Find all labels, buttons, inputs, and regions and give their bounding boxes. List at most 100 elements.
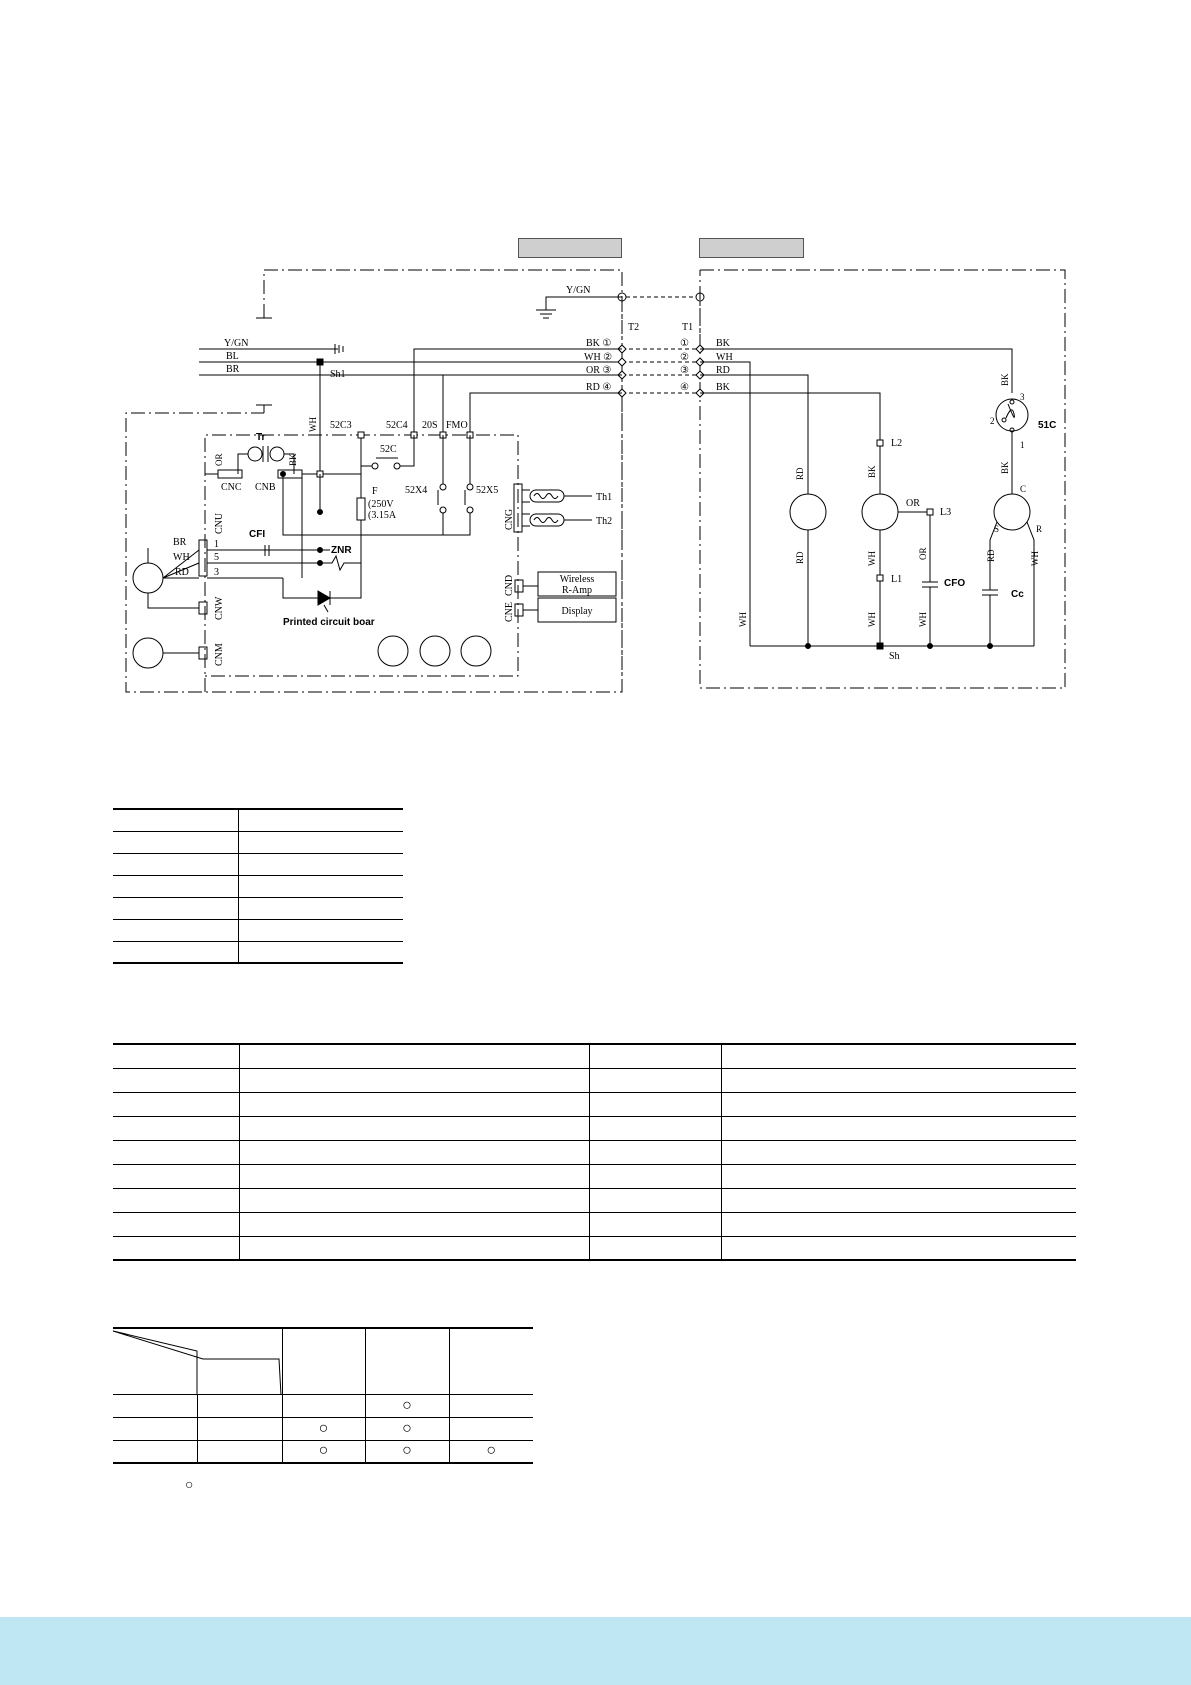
- fan-wh2-label: WH: [867, 612, 877, 627]
- matrix-cell: [448, 1417, 533, 1441]
- matrix-cell: ○: [281, 1440, 365, 1464]
- matrix-cell: ○: [281, 1417, 365, 1441]
- tr-bk-label: BK: [288, 453, 298, 466]
- wire-ygn-label: Y/GN: [224, 338, 248, 349]
- terminal-num-2: ②: [680, 352, 689, 363]
- capacitor-cc-label: Cc: [1011, 589, 1024, 600]
- matrix-row: ○ ○ ○: [113, 1440, 533, 1464]
- wire-br-label: BR: [226, 364, 240, 375]
- wiring-diagram: Y/GN T2 T1 Y/GN BL BR Sh1 BK ① WH ② OR ③…: [125, 269, 1066, 693]
- ramp-label: R-Amp: [562, 585, 592, 596]
- terminal-num-1: ①: [680, 338, 689, 349]
- terminal-num-3: ③: [680, 365, 689, 376]
- fuse-label: F: [372, 486, 378, 497]
- cnw-label: CNW: [214, 596, 225, 620]
- outdoor-wire-3-label: RD: [716, 365, 730, 376]
- fan-or-label: OR: [906, 498, 920, 509]
- matrix-cell: [113, 1394, 197, 1418]
- outdoor-wh-left: WH: [738, 612, 748, 627]
- wireless-label: Wireless: [560, 574, 595, 585]
- terminal-row-2-label: WH ②: [584, 352, 612, 363]
- cnb-label: CNB: [255, 482, 276, 493]
- compressor-pin-c: C: [1020, 484, 1026, 494]
- cfo-or-label: OR: [918, 547, 928, 560]
- matrix-cell: ○: [448, 1440, 533, 1464]
- overload-51c-label: 51C: [1038, 420, 1056, 431]
- fan-bk-label: BK: [867, 465, 877, 478]
- relay-20s-label: 20S: [422, 420, 438, 431]
- terminal-row-3-label: OR ③: [586, 365, 611, 376]
- olp-pin-2: 2: [990, 416, 995, 426]
- cnu-pin-3: 3: [214, 567, 219, 578]
- transformer-label: Tr: [256, 432, 266, 443]
- matrix-cell: [113, 1440, 197, 1464]
- thermistor-th1-label: Th1: [596, 492, 612, 503]
- compressor-pin-s: S: [994, 524, 999, 534]
- option-matrix-table: ○ ○ ○ ○ ○ ○: [113, 1327, 533, 1464]
- ground-wire-label: Y/GN: [566, 285, 590, 296]
- compressor-wh-label: WH: [1030, 551, 1040, 566]
- matrix-cell: [196, 1417, 282, 1441]
- varistor-znr-label: ZNR: [331, 545, 352, 556]
- matrix-cell: [196, 1394, 282, 1418]
- tr-or-label: OR: [214, 453, 224, 466]
- matrix-cell: ○: [364, 1440, 449, 1464]
- wire-bl-label: BL: [226, 351, 239, 362]
- compressor-rd-label: RD: [986, 549, 996, 562]
- cfo-wh-label: WH: [918, 612, 928, 627]
- pcb-wh-label: WH: [308, 417, 318, 432]
- relay-52c3-label: 52C3: [330, 420, 352, 431]
- terminal-row-1-label: BK ①: [586, 338, 611, 349]
- matrix-row: ○: [113, 1394, 533, 1418]
- cnc-label: CNC: [221, 482, 242, 493]
- outdoor-wire-2-label: WH: [716, 352, 733, 363]
- motor-wire-br: BR: [173, 537, 187, 548]
- cnd-label: CND: [504, 575, 515, 596]
- cnu-label: CNU: [214, 512, 225, 534]
- large-table: [113, 1043, 1076, 1261]
- cne-label: CNE: [504, 602, 515, 622]
- cng-label: CNG: [504, 509, 515, 530]
- matrix-cell: [196, 1440, 282, 1464]
- diagonal-header: [113, 1330, 282, 1395]
- shield-sh1-label: Sh1: [330, 369, 346, 380]
- thermistor-th2-label: Th2: [596, 516, 612, 527]
- fan-l3-label: L3: [940, 507, 951, 518]
- outdoor-rd-bottom: RD: [795, 551, 805, 564]
- indoor-unit-header-box: [518, 238, 622, 258]
- matrix-legend-symbol: ○: [185, 1476, 194, 1492]
- display-label: Display: [561, 606, 592, 617]
- capacitor-cfi-label: CFI: [249, 529, 265, 540]
- motor-wire-rd: RD: [175, 567, 189, 578]
- relay-fmo-label: FMO: [446, 420, 468, 431]
- fan-wh-label: WH: [867, 551, 877, 566]
- terminal-row-4-label: RD ④: [586, 382, 611, 393]
- olp-pin-3: 3: [1020, 392, 1025, 402]
- small-table: [113, 808, 403, 964]
- unit-enclosures: [125, 269, 1066, 693]
- capacitor-cfo-label: CFO: [944, 578, 965, 589]
- contact-52c-label: 52C: [380, 444, 397, 455]
- matrix-cell: [448, 1394, 533, 1418]
- cnm-label: CNM: [214, 643, 225, 666]
- fuse-rating-current: (3.15A: [368, 510, 397, 521]
- outdoor-rd-top: RD: [795, 467, 805, 480]
- olp-bk-top: BK: [1000, 373, 1010, 386]
- fuse-rating-voltage: (250V: [368, 499, 394, 510]
- olp-pin-1: 1: [1020, 440, 1025, 450]
- terminal-num-4: ④: [680, 382, 689, 393]
- fan-l2-label: L2: [891, 438, 902, 449]
- relay-52x5-label: 52X5: [476, 485, 498, 496]
- shield-sh-label: Sh: [889, 651, 900, 662]
- fan-l1-label: L1: [891, 574, 902, 585]
- terminal-t2-label: T2: [628, 322, 639, 333]
- matrix-cell: [281, 1394, 365, 1418]
- outdoor-wire-4-label: BK: [716, 382, 731, 393]
- cnu-pin-1: 1: [214, 539, 219, 550]
- compressor-pin-r: R: [1036, 524, 1042, 534]
- pcb-caption: Printed circuit boar: [283, 617, 375, 628]
- relay-52c4-label: 52C4: [386, 420, 408, 431]
- matrix-cell: ○: [364, 1394, 449, 1418]
- relay-52x4-label: 52X4: [405, 485, 427, 496]
- matrix-cell: [113, 1417, 197, 1441]
